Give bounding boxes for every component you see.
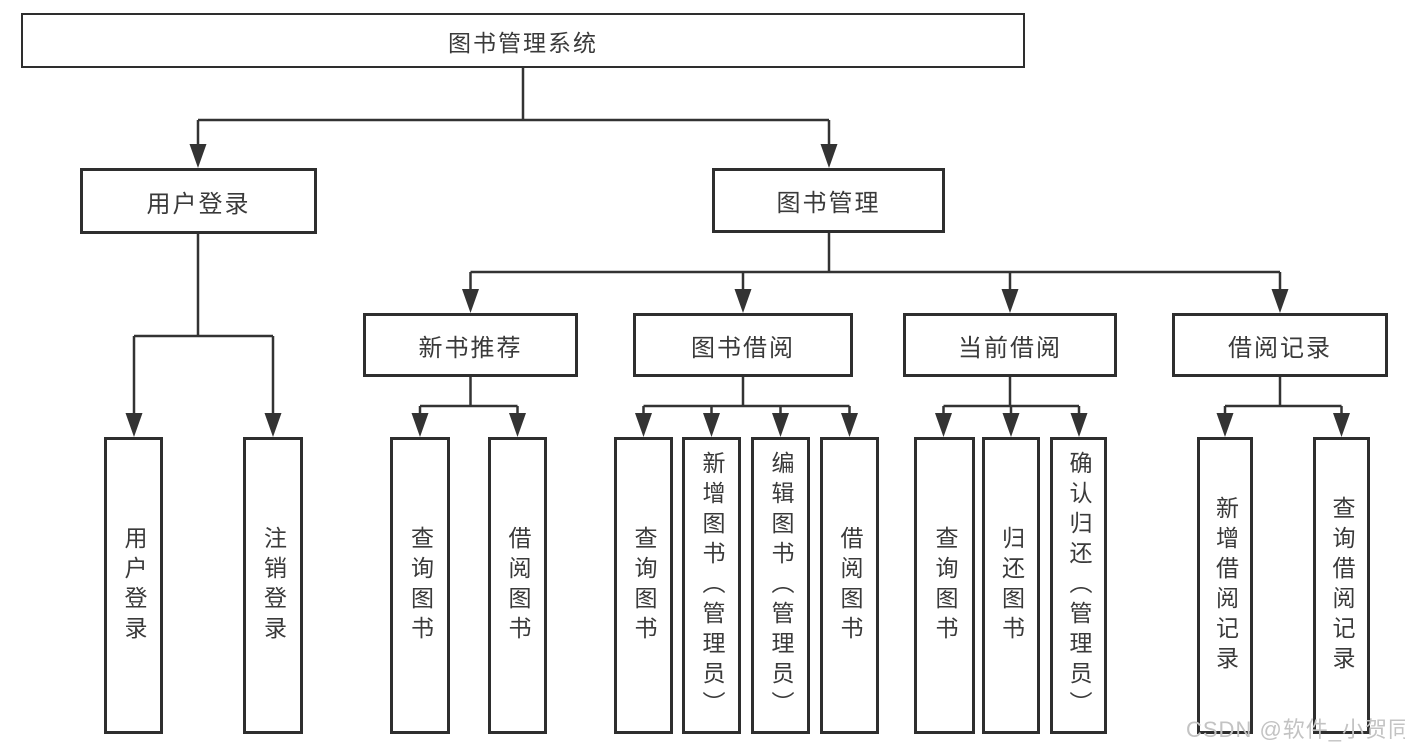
node-current-borrowing: 当前借阅 bbox=[903, 313, 1117, 377]
leaf-edit-books-admin: 编辑图书（管理员） bbox=[751, 437, 810, 734]
leaf-add-borrow-record: 新增借阅记录 bbox=[1197, 437, 1253, 734]
node-library-management-system: 图书管理系统 bbox=[21, 13, 1025, 68]
leaf-borrow-books-recommend: 借阅图书 bbox=[488, 437, 547, 734]
leaf-query-borrow-record: 查询借阅记录 bbox=[1313, 437, 1370, 734]
node-book-borrowing: 图书借阅 bbox=[633, 313, 853, 377]
node-borrowing-records: 借阅记录 bbox=[1172, 313, 1388, 377]
leaf-query-books-borrowing: 查询图书 bbox=[614, 437, 673, 734]
leaf-confirm-return-admin: 确认归还（管理员） bbox=[1050, 437, 1107, 734]
leaf-user-login: 用户登录 bbox=[104, 437, 163, 734]
csdn-watermark: CSDN @软件_小贺同学 bbox=[1186, 717, 1405, 742]
node-new-book-recommend: 新书推荐 bbox=[363, 313, 578, 377]
leaf-logout: 注销登录 bbox=[243, 437, 303, 734]
node-user-login: 用户登录 bbox=[80, 168, 317, 234]
leaf-borrow-books-borrowing: 借阅图书 bbox=[820, 437, 879, 734]
leaf-add-books-admin: 新增图书（管理员） bbox=[682, 437, 741, 734]
leaf-query-books-current: 查询图书 bbox=[914, 437, 975, 734]
leaf-query-books-recommend: 查询图书 bbox=[390, 437, 450, 734]
node-book-management: 图书管理 bbox=[712, 168, 945, 233]
leaf-return-books: 归还图书 bbox=[982, 437, 1040, 734]
